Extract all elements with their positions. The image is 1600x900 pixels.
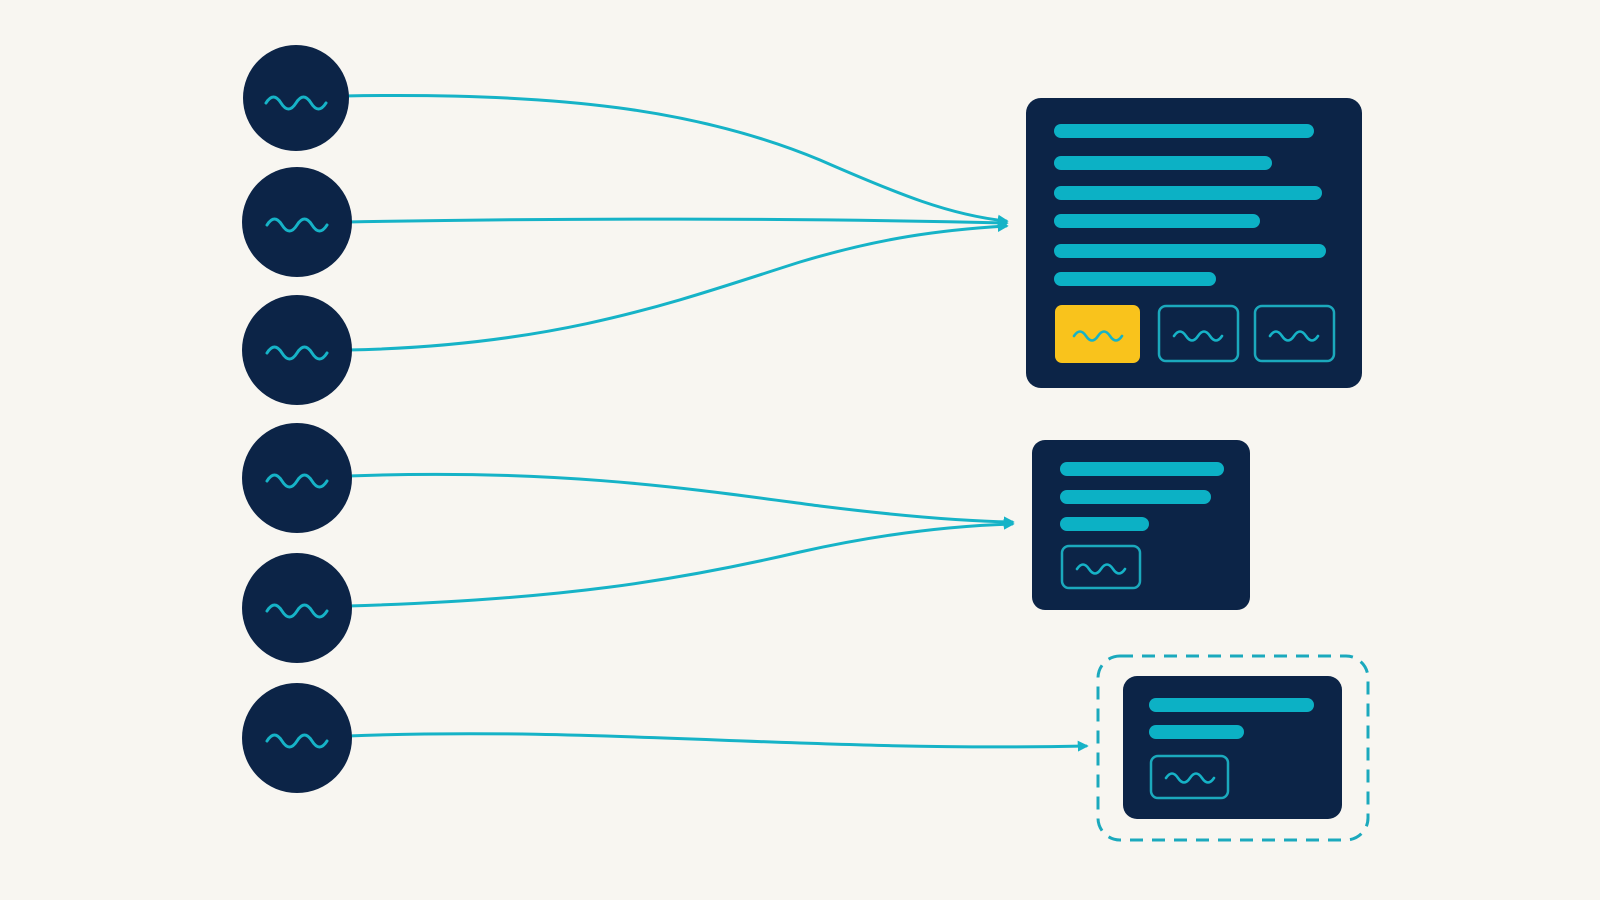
squiggle-icon [264,95,328,111]
secondary-button[interactable] [1253,304,1336,363]
primary-button[interactable] [1055,305,1140,363]
source-node[interactable] [242,423,352,533]
squiggle-icon [1268,330,1320,342]
squiggle-icon [1172,330,1224,342]
connector-arrow [346,221,1009,352]
source-node[interactable] [242,167,352,277]
secondary-button[interactable] [1157,304,1240,363]
text-line [1149,725,1244,739]
connector-arrow [346,217,1009,229]
card-medium[interactable] [1032,440,1250,610]
secondary-button[interactable] [1060,544,1142,590]
connectors [342,93,1089,752]
source-node[interactable] [242,295,352,405]
text-line [1054,156,1272,170]
card-small[interactable] [1123,676,1342,819]
squiggle-icon [1072,330,1124,342]
text-line [1060,490,1211,504]
squiggle-icon [1164,772,1216,784]
source-node[interactable] [242,553,352,663]
connector-arrow [346,518,1015,608]
squiggle-icon [265,473,329,489]
squiggle-icon [265,603,329,619]
text-line [1054,244,1326,258]
squiggle-icon [265,733,329,749]
connector-arrow [342,93,1009,226]
squiggle-icon [1075,563,1127,575]
text-line [1060,517,1149,531]
connector-arrow [346,472,1015,528]
secondary-button[interactable] [1149,754,1230,800]
card-large[interactable] [1026,98,1362,388]
text-line [1054,186,1322,200]
text-line [1149,698,1314,712]
text-line [1054,124,1314,138]
squiggle-icon [265,217,329,233]
squiggle-icon [265,345,329,361]
card-small-selection [1096,654,1370,842]
connector-arrow [346,732,1089,752]
text-line [1054,272,1216,286]
text-line [1054,214,1260,228]
source-node[interactable] [242,683,352,793]
text-line [1060,462,1224,476]
source-node[interactable] [243,45,349,151]
